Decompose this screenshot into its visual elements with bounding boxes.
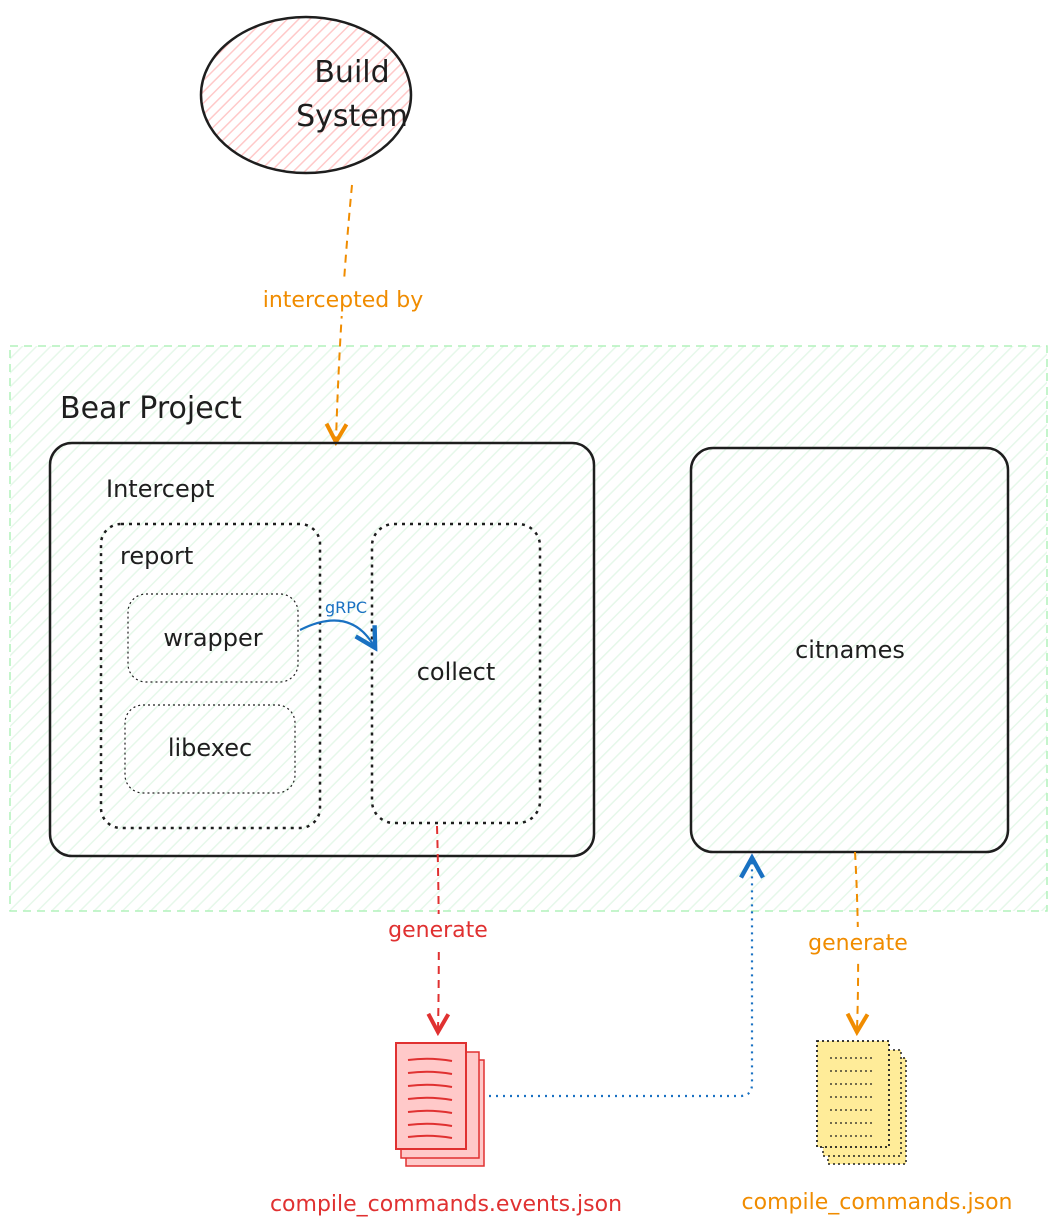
- libexec-box: libexec: [124, 704, 296, 794]
- build-system-label-line1: Build: [314, 55, 389, 90]
- intercept-label: Intercept: [106, 475, 214, 503]
- bear-project-label: Bear Project: [60, 391, 242, 426]
- citnames-box: citnames: [689, 446, 1010, 854]
- generate-output-label: generate: [808, 931, 908, 956]
- grpc-edge: gRPC: [299, 598, 374, 646]
- intercept-box: Intercept: [48, 441, 596, 858]
- wrapper-box: wrapper: [127, 593, 299, 683]
- output-file-label: compile_commands.json: [742, 1190, 1013, 1215]
- events-to-citnames-edge: [468, 860, 752, 1098]
- grpc-label: gRPC: [325, 598, 367, 617]
- intercepted-by-edge: intercepted by: [244, 184, 442, 440]
- citnames-label: citnames: [795, 636, 905, 664]
- generate-events-label: generate: [388, 918, 488, 943]
- events-file-label: compile_commands.events.json: [270, 1192, 622, 1217]
- bear-project-region: Bear Project: [9, 345, 1048, 912]
- build-system-node: Build System: [199, 15, 413, 175]
- report-label: report: [120, 542, 193, 570]
- intercepted-by-label: intercepted by: [263, 288, 423, 313]
- collect-box: collect: [370, 522, 542, 825]
- report-box: report: [99, 522, 322, 830]
- libexec-label: libexec: [168, 734, 252, 762]
- collect-label: collect: [417, 658, 496, 686]
- build-system-label-line2: System: [296, 99, 408, 134]
- document-stack-icon: [816, 1040, 907, 1165]
- document-stack-icon: [395, 1042, 485, 1167]
- generate-events-edge: generate: [376, 825, 500, 1030]
- wrapper-label: wrapper: [163, 624, 262, 652]
- generate-output-edge: generate: [796, 851, 920, 1030]
